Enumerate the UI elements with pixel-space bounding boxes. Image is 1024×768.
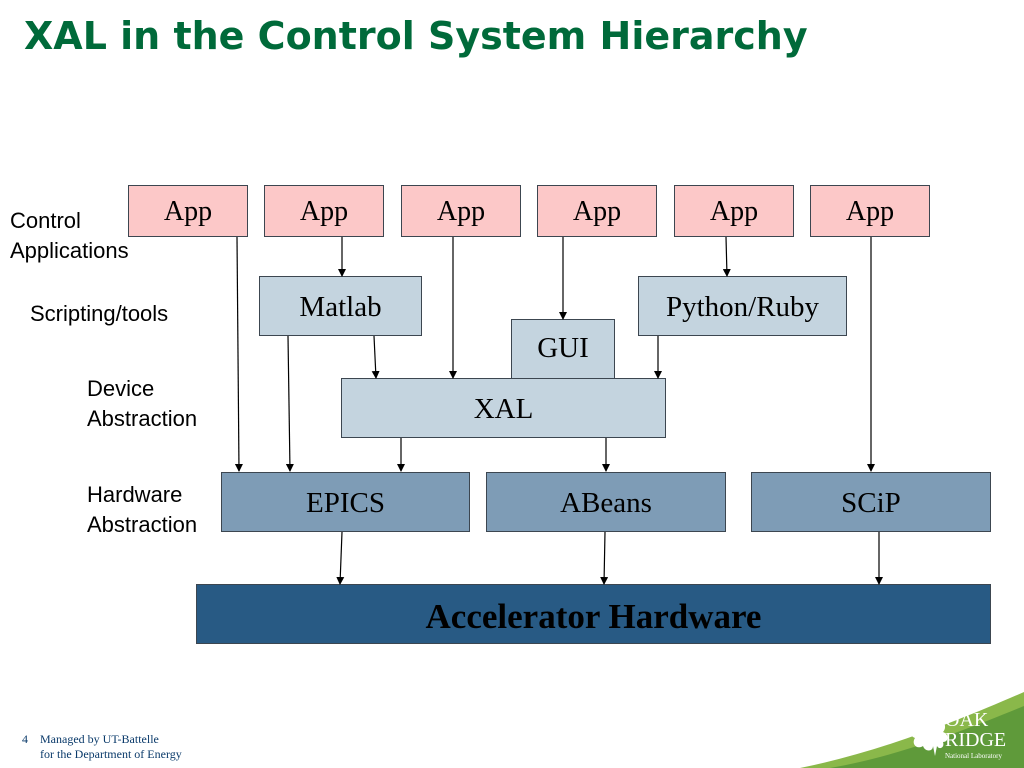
gui-box: GUI: [511, 319, 615, 379]
label-scripting-tools: Scripting/tools: [30, 301, 169, 326]
label-control-line2: Applications: [10, 238, 129, 263]
arrow-app5-python: [722, 236, 731, 277]
label-control-line1: Control: [10, 208, 81, 233]
label-device-line2: Abstraction: [87, 406, 198, 431]
arrow-matlab-epics: [285, 335, 294, 472]
app-box-5: App: [674, 185, 794, 237]
logo-ridge-text: RIDGE: [945, 729, 1006, 751]
xal-box: XAL: [341, 378, 666, 438]
label-device-line1: Device: [87, 376, 155, 401]
footer-wave-decoration: [800, 692, 1024, 768]
app-box-1: App: [128, 185, 248, 237]
app-box-3: App: [401, 185, 521, 237]
abeans-box: ABeans: [486, 472, 726, 532]
label-hardware-line1: Hardware: [87, 482, 183, 507]
arrow-matlab-xal: [371, 335, 380, 379]
oak-leaf-icon: [910, 709, 948, 756]
app-box-4: App: [537, 185, 657, 237]
python-ruby-box: Python/Ruby: [638, 276, 847, 336]
oak-ridge-logo: OAK RIDGE National Laboratory: [910, 709, 1006, 760]
app-box-6: App: [810, 185, 930, 237]
app-box-2: App: [264, 185, 384, 237]
footer-managed-by: Managed by UT-Battelle for the Departmen…: [40, 732, 182, 762]
logo-subtitle-text: National Laboratory: [945, 752, 1002, 760]
epics-box: EPICS: [221, 472, 470, 532]
arrow-app1-epics: [234, 236, 243, 472]
label-hardware-line2: Abstraction: [87, 512, 198, 537]
label-control-applications: Control Applications: [10, 206, 129, 266]
accelerator-hardware-box: Accelerator Hardware: [196, 584, 991, 644]
slide-title: XAL in the Control System Hierarchy: [24, 14, 808, 58]
logo-oak-text: OAK: [945, 709, 989, 731]
scip-box: SCiP: [751, 472, 991, 532]
label-hardware-abstraction: Hardware Abstraction: [87, 480, 197, 540]
page-number: 4: [22, 732, 28, 746]
label-device-abstraction: Device Abstraction: [87, 374, 197, 434]
arrow-abeans-accelerator: [600, 531, 609, 585]
matlab-box: Matlab: [259, 276, 422, 336]
arrow-epics-accelerator: [336, 531, 345, 585]
footer-line2: for the Department of Energy: [40, 747, 182, 761]
footer-line1: Managed by UT-Battelle: [40, 732, 159, 746]
